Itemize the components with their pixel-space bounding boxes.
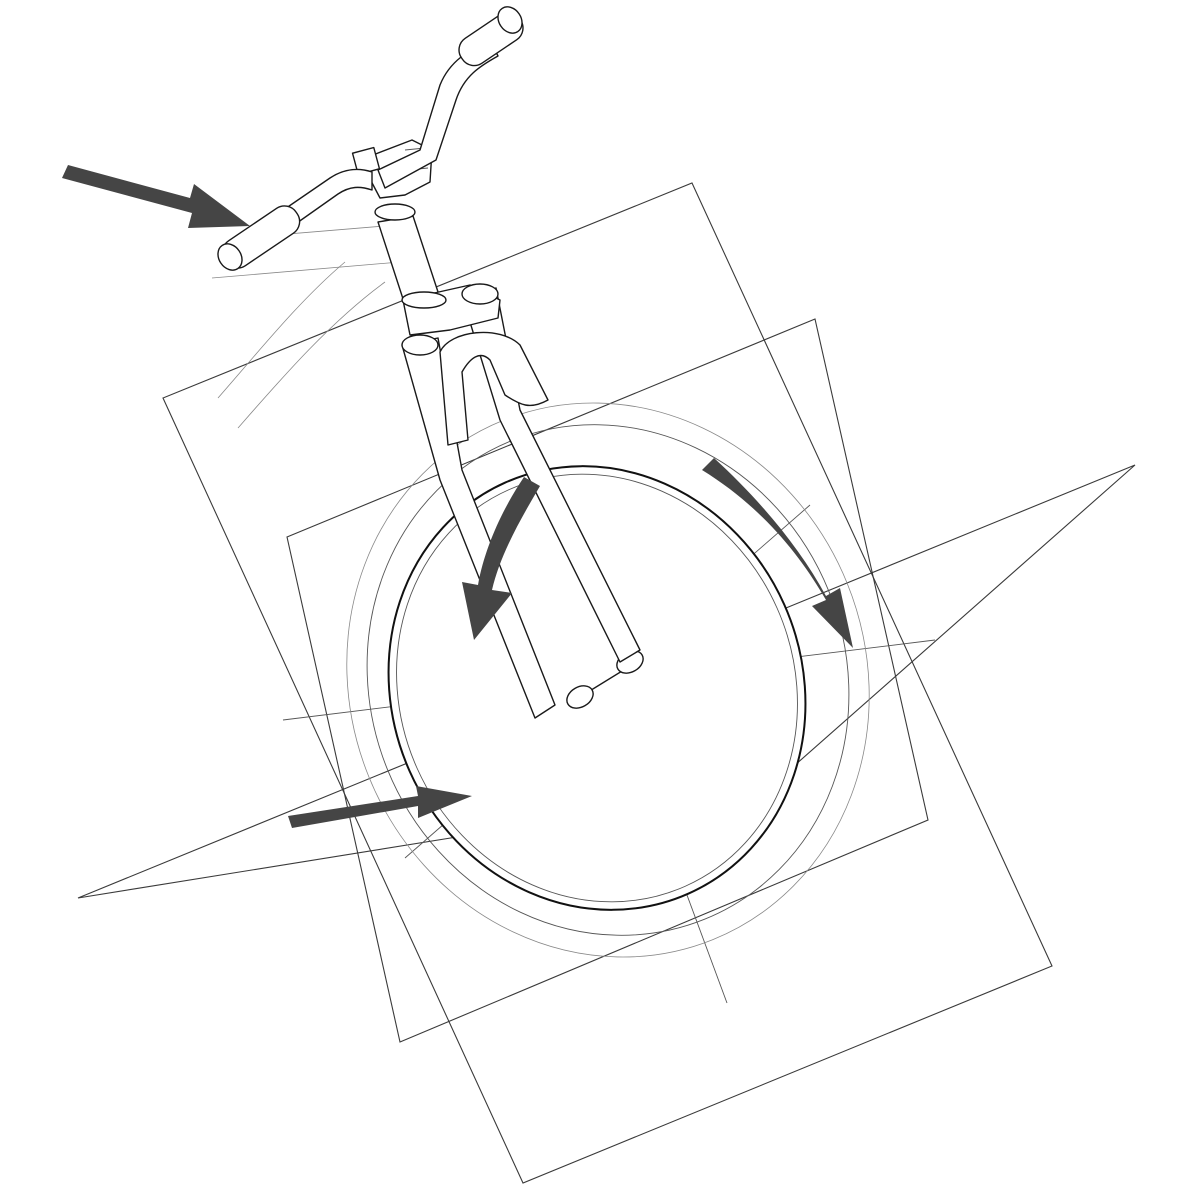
- handlebar-right-bar: [377, 39, 499, 189]
- fork-top-cap-left: [401, 334, 439, 356]
- vertical-plane-b: [286, 318, 929, 1043]
- handlebar: [217, 6, 524, 271]
- wheel-rotate-right-arrow-icon: [702, 458, 853, 648]
- fork-top-cap-right: [461, 283, 499, 305]
- vertical-plane-a: [162, 182, 1053, 1184]
- wheel-push-arrow-icon: [288, 786, 472, 828]
- suspension-fork: [401, 283, 641, 719]
- motion-arrows: [62, 165, 853, 828]
- grip-right-end: [497, 6, 523, 34]
- front-wheel: [346, 402, 870, 958]
- down-tube-outline-1: [217, 261, 346, 399]
- head-tube: [377, 215, 441, 306]
- fork-leg-left: [401, 337, 556, 719]
- headset-ring: [401, 291, 447, 309]
- wheel-rotate-left-arrow-icon: [462, 477, 540, 640]
- grip-left-end: [217, 243, 243, 271]
- hub-nut-front: [566, 685, 594, 709]
- fork-brace-arch: [439, 331, 549, 446]
- steerer-top-spacer: [374, 203, 416, 221]
- wheel-rim: [387, 465, 807, 911]
- handlebar-push-arrow-icon: [62, 165, 250, 228]
- down-tube-outline-2: [237, 281, 386, 429]
- wheel-rim-inner: [396, 473, 798, 903]
- top-tube-line-1: [211, 261, 401, 279]
